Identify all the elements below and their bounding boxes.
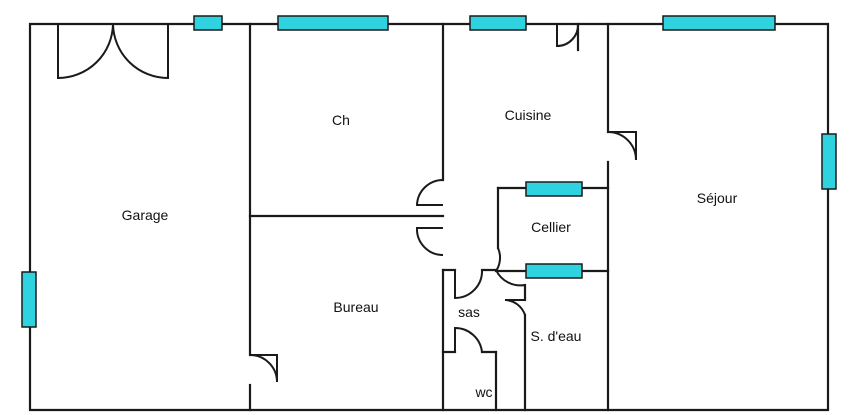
window-garage-top — [193, 15, 223, 31]
window-sejour-right — [821, 133, 837, 190]
window-sejour-top — [662, 15, 776, 31]
room-label-cellier: Cellier — [531, 219, 571, 235]
window-cellier — [525, 181, 583, 197]
windows — [21, 15, 837, 328]
room-labels: Garage Ch Cuisine Séjour Cellier Bureau … — [122, 107, 738, 400]
room-label-chambre: Ch — [332, 112, 350, 128]
room-label-sas: sas — [458, 304, 480, 320]
window-salle-eau — [525, 263, 583, 279]
door-swings — [57, 22, 637, 383]
room-label-cuisine: Cuisine — [505, 107, 552, 123]
room-label-bureau: Bureau — [333, 299, 378, 315]
interior-walls — [248, 22, 610, 412]
window-cuisine — [469, 15, 527, 31]
window-garage-left — [21, 271, 37, 328]
room-label-salle-eau: S. d'eau — [531, 328, 582, 344]
room-label-sejour: Séjour — [697, 190, 738, 206]
room-label-wc: wc — [474, 384, 492, 400]
window-chambre — [277, 15, 389, 31]
room-label-garage: Garage — [122, 207, 169, 223]
